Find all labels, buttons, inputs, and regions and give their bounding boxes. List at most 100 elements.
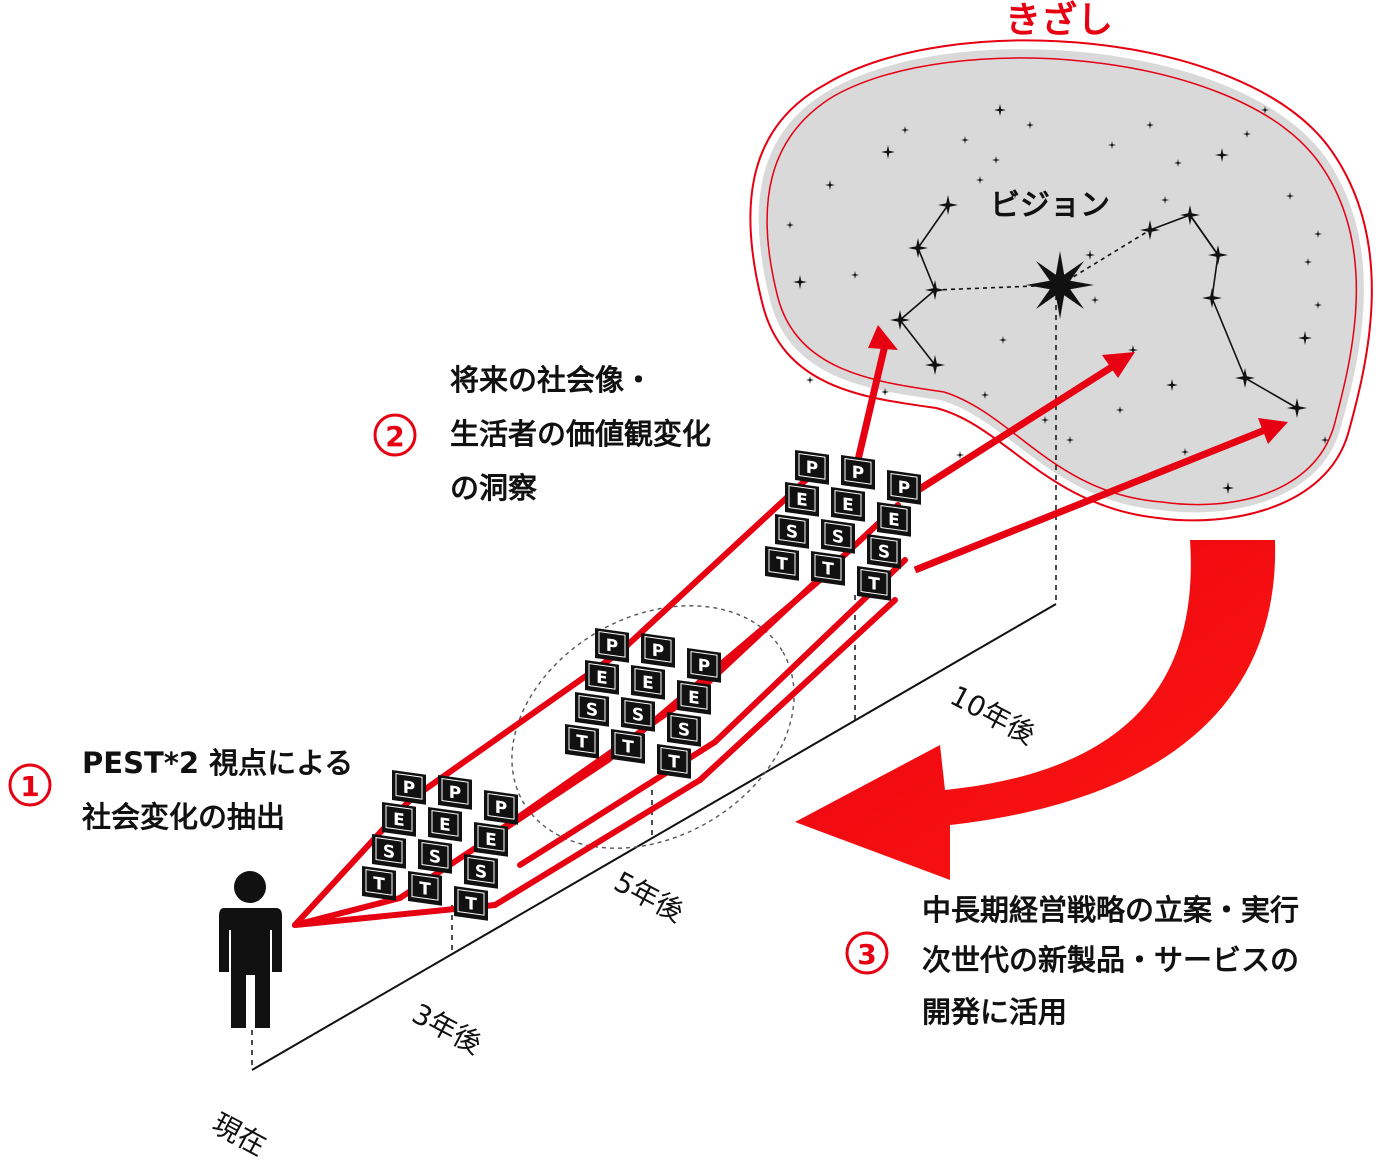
step-3-line-1: 中長期経営戦略の立案・実行	[922, 893, 1299, 927]
timeline-axis	[251, 603, 1057, 1071]
pest-tile-letter: S	[429, 847, 441, 869]
sky-star-icon	[1321, 436, 1329, 444]
pest-tile-letter: S	[586, 700, 598, 722]
sky-star-icon	[1202, 288, 1222, 308]
sky-star-icon	[1161, 196, 1169, 204]
pest-tile-t: T	[765, 546, 799, 581]
sky-star-icon	[1314, 230, 1322, 238]
vision-label: ビジョン	[990, 188, 1110, 223]
sky-star-icon	[1041, 416, 1049, 424]
pest-tile-letter: S	[678, 720, 690, 742]
pest-tile-letter: P	[449, 783, 461, 805]
pest-tile-p: P	[887, 470, 921, 505]
timeline-5y-label: 5年後	[609, 865, 690, 929]
step-3: 3 中長期経営戦略の立案・実行 次世代の新製品・サービスの 開発に活用	[845, 893, 1299, 1029]
pest-tile-s: S	[372, 834, 406, 869]
sky-star-icon	[1140, 220, 1160, 240]
sky-star-icon	[1085, 250, 1095, 260]
sky-star-icon	[992, 156, 1000, 164]
pest-tile-letter: P	[652, 641, 664, 663]
pest-tile-e: E	[631, 665, 665, 700]
pest-tile-letter: P	[806, 458, 818, 480]
step-1-line-2: 社会変化の抽出	[82, 800, 285, 834]
pest-tile-p: P	[641, 633, 675, 668]
step-3-number: 3	[857, 938, 876, 971]
pest-tile-letter: P	[606, 636, 618, 658]
sky-star-icon	[901, 126, 909, 134]
pest-tile-e: E	[677, 680, 711, 715]
pest-tile-letter: P	[852, 463, 864, 485]
focus-ellipse	[511, 605, 795, 849]
timeline-now-label: 現在	[207, 1107, 272, 1160]
pest-tile-e: E	[474, 822, 508, 857]
sky-star-icon	[1128, 345, 1138, 355]
person-silhouette-icon	[219, 871, 282, 1028]
sky-star-icon	[1166, 379, 1178, 391]
sky-star-icon	[1235, 368, 1255, 388]
sky-star-icon	[793, 275, 807, 289]
sky-star-icon	[1181, 448, 1189, 456]
pest-tile-letter: E	[642, 673, 654, 695]
pest-tile-e: E	[877, 502, 911, 537]
sky-star-icon	[786, 221, 794, 229]
pest-tile-p: P	[795, 450, 829, 485]
pest-tile-s: S	[575, 692, 609, 727]
pest-tile-p: P	[392, 770, 426, 805]
pest-tile-letter: S	[383, 842, 395, 864]
pest-tile-letter: T	[622, 737, 634, 759]
pest-tile-letter: S	[475, 862, 487, 884]
timeline-drops	[251, 295, 1057, 1070]
feedback-arrow	[795, 540, 1276, 880]
vision-star-icon	[1026, 251, 1094, 319]
step-2-number: 2	[385, 420, 404, 453]
sky-star-icon	[961, 136, 969, 144]
sky-star-icon	[1208, 245, 1228, 265]
sky-star-icon	[1026, 121, 1034, 129]
sky-stars	[786, 104, 1329, 494]
pest-tile-letter: T	[668, 752, 680, 774]
step-2-line-1: 将来の社会像・	[450, 363, 653, 397]
pest-tile-t: T	[657, 744, 691, 779]
pest-tile-t: T	[811, 551, 845, 586]
pest-tile-e: E	[382, 802, 416, 837]
pest-tile-letter: P	[495, 798, 507, 820]
pest-tile-e: E	[831, 487, 865, 522]
sky-star-icon	[1304, 258, 1312, 266]
pest-tile-t: T	[857, 566, 891, 601]
sky-star-icon	[1116, 406, 1124, 414]
pest-tile-t: T	[362, 866, 396, 901]
sky-star-icon	[1108, 141, 1116, 149]
pest-tile-p: P	[438, 775, 472, 810]
sky-star-icon	[851, 271, 859, 279]
pest-tile-letter: S	[632, 705, 644, 727]
step-2: 2 将来の社会像・ 生活者の価値観変化 の洞察	[373, 363, 711, 505]
pest-tile-s: S	[667, 712, 701, 747]
pest-tile-s: S	[621, 697, 655, 732]
sky-star-icon	[1314, 301, 1322, 309]
pest-tile-letter: T	[373, 874, 385, 896]
kizashi-label: きざし	[1005, 0, 1113, 41]
pest-tile-e: E	[428, 807, 462, 842]
pest-tile-t: T	[565, 724, 599, 759]
sky-star-icon	[1066, 436, 1074, 444]
pest-tile-e: E	[585, 660, 619, 695]
pest-tile-t: T	[611, 729, 645, 764]
pest-tile-letter: E	[485, 830, 497, 852]
step-3-line-2: 次世代の新製品・サービスの	[922, 943, 1299, 977]
sky-star-icon	[1215, 148, 1229, 162]
pest-tile-s: S	[821, 519, 855, 554]
pest-tile-letter: E	[439, 815, 451, 837]
sky-star-icon	[994, 104, 1006, 116]
pest-tile-s: S	[418, 839, 452, 874]
sky-star-icon	[1011, 191, 1019, 199]
sky-star-icon	[1222, 482, 1234, 494]
sky-star-icon	[881, 145, 895, 159]
pest-tile-letter: P	[403, 778, 415, 800]
pest-tile-letter: T	[576, 732, 588, 754]
pest-tile-s: S	[464, 854, 498, 889]
sky-star-icon	[976, 176, 984, 184]
pest-tile-letter: E	[888, 510, 900, 532]
timeline-3y-label: 3年後	[407, 997, 488, 1061]
